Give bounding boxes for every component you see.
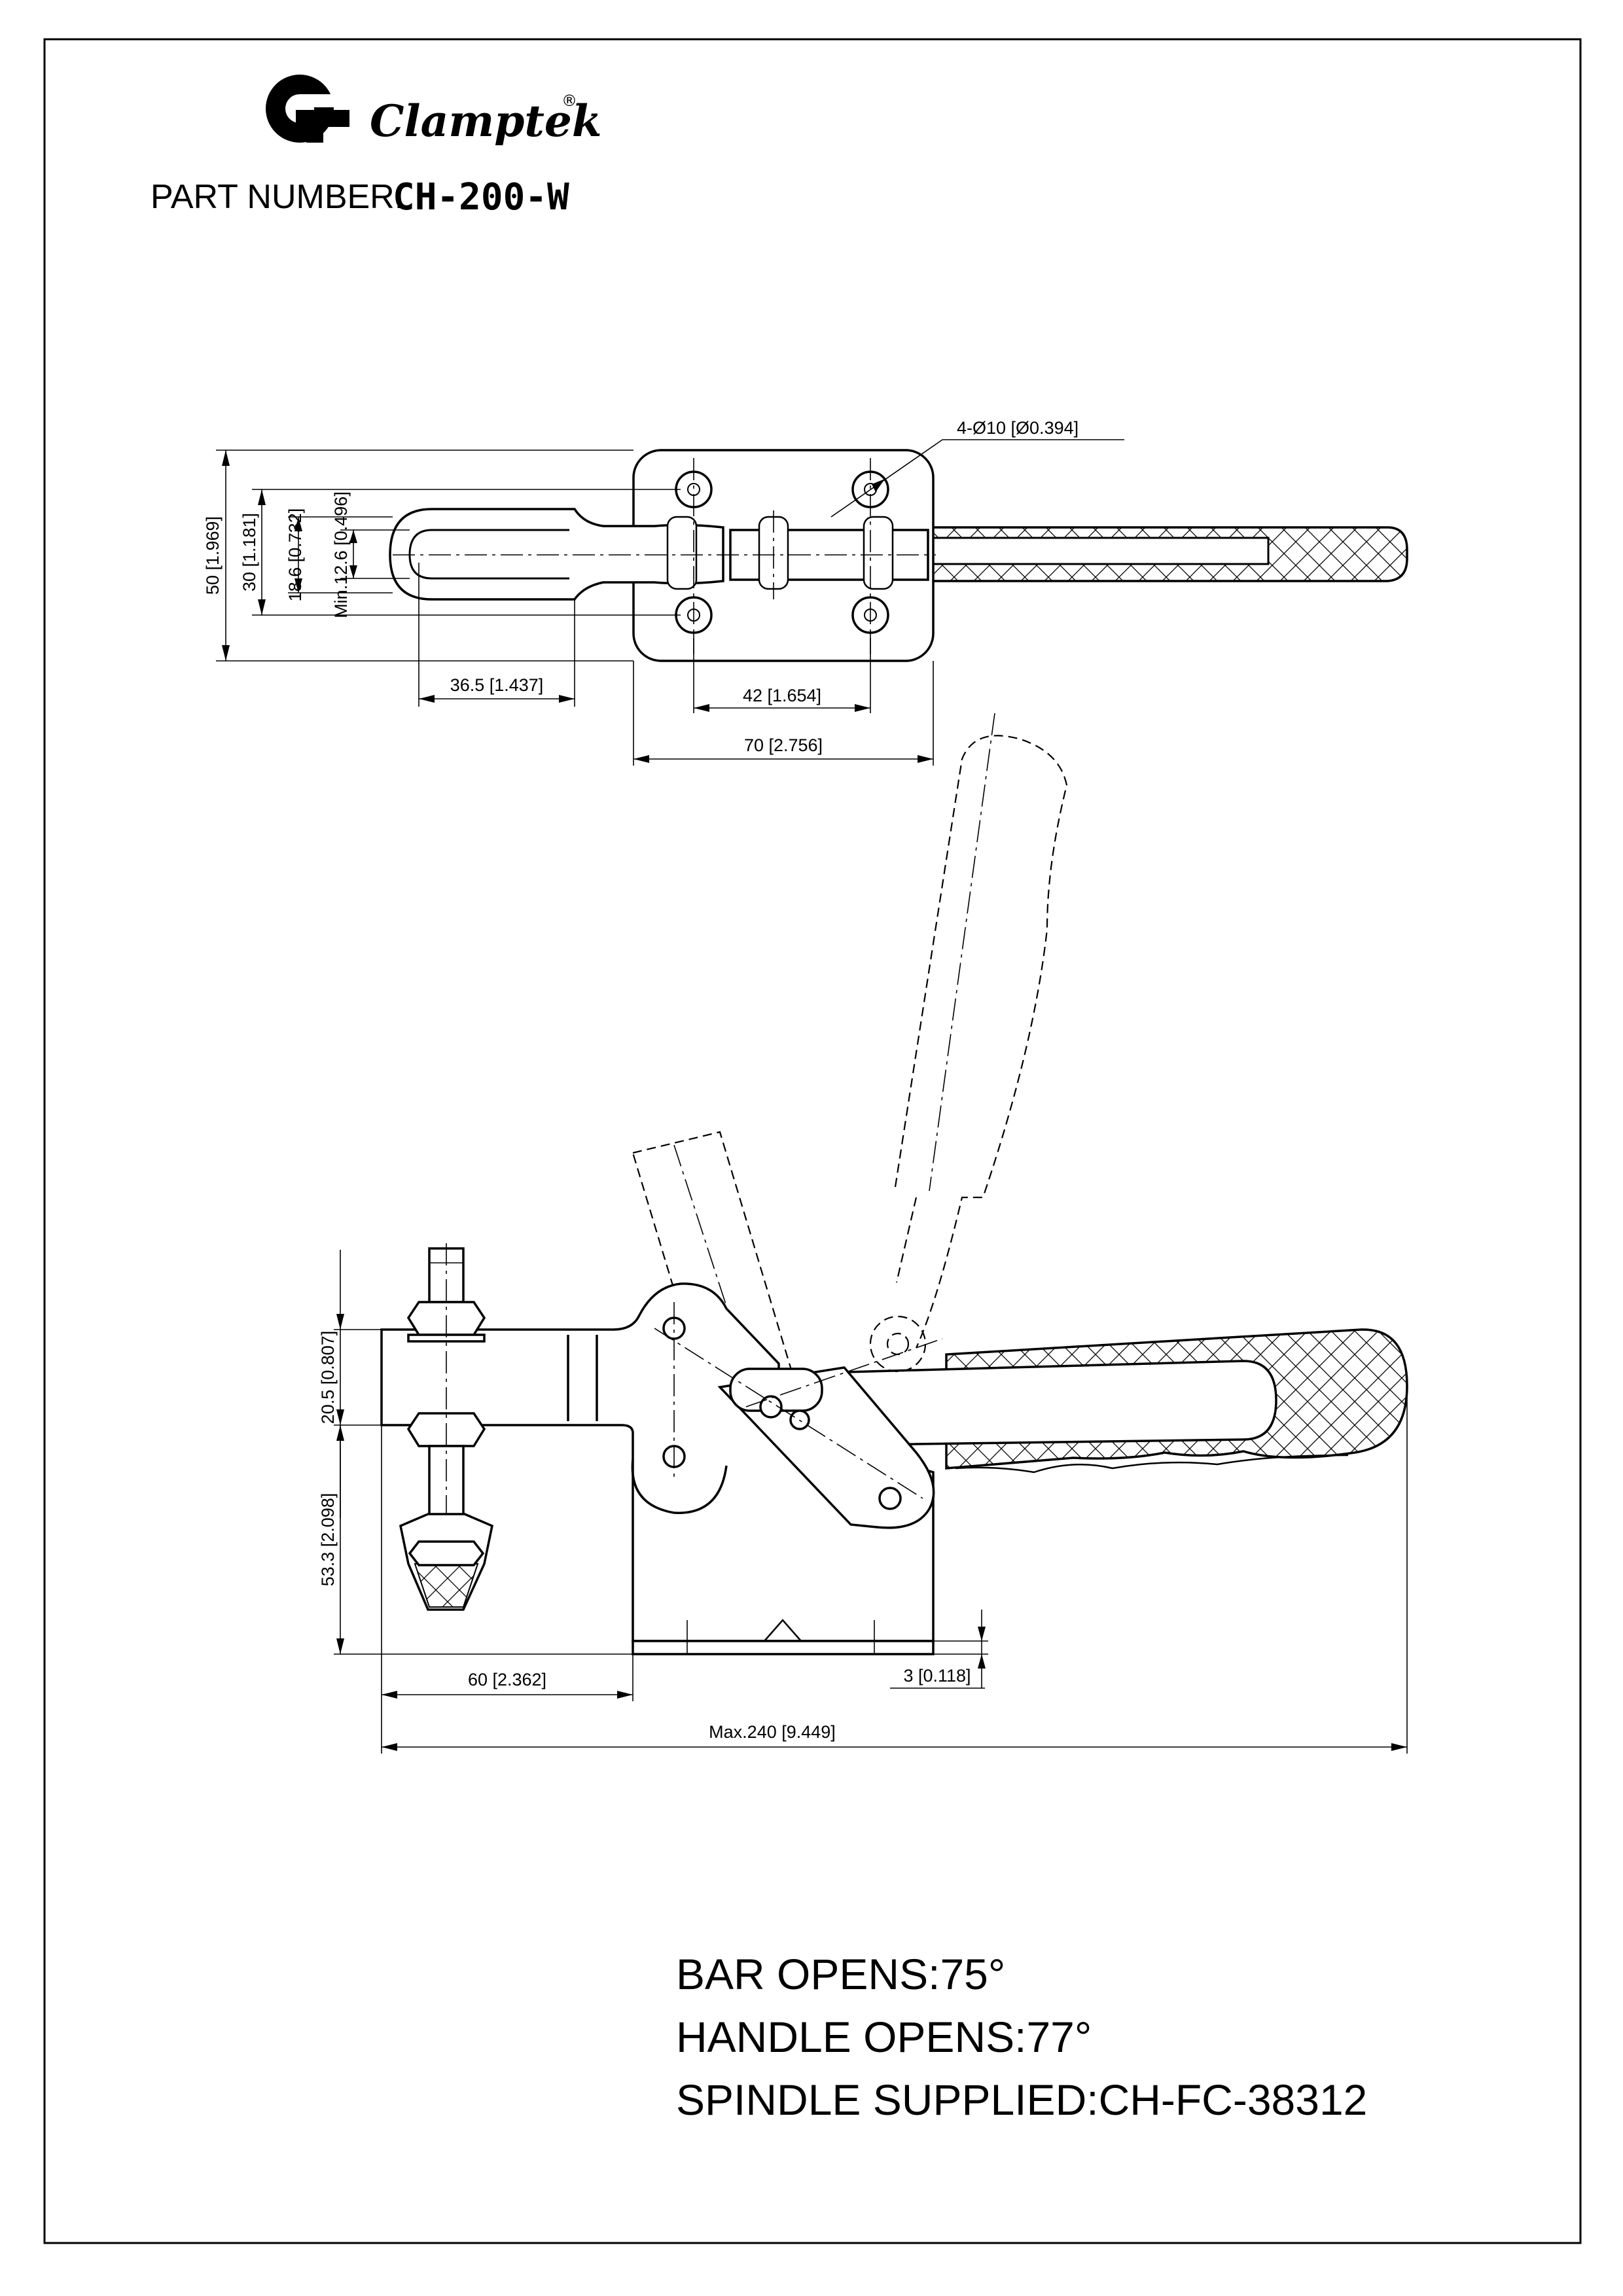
clamp-body bbox=[380, 1282, 935, 1642]
spindle bbox=[399, 1243, 494, 1611]
side-view: 20.5 [0.807] 53.3 [2.098] 60 [2.362] 3 [… bbox=[318, 713, 1408, 1754]
dim-slot: Min.12.6 [0.496] bbox=[331, 491, 351, 618]
dim-height-bar: 18.6 [0.732] bbox=[285, 508, 305, 602]
dim-arm-thickness: 20.5 [0.807] bbox=[318, 1331, 338, 1424]
dim-reach: 60 [2.362] bbox=[468, 1670, 546, 1689]
pivot-pins bbox=[666, 516, 894, 590]
top-view: 4-Ø10 [Ø0.394] 50 [1.969] 30 [1.181] 18.… bbox=[203, 418, 1408, 766]
registered-mark: ® bbox=[562, 92, 577, 110]
dim-base-width: 70 [2.756] bbox=[744, 735, 823, 755]
handle-rod bbox=[927, 537, 1270, 565]
side-handle-rod bbox=[775, 1360, 1277, 1447]
handle-open-phantom bbox=[894, 735, 1068, 1349]
dim-height-total: 50 [1.969] bbox=[203, 516, 223, 595]
note-handle-opens: HANDLE OPENS:77° bbox=[676, 2013, 1092, 2061]
brand-name: Clamptek bbox=[370, 96, 602, 147]
part-number-label: PART NUMBER: bbox=[151, 178, 404, 216]
hole-spec-label: 4-Ø10 [Ø0.394] bbox=[957, 418, 1079, 438]
dim-hole-spacing: 42 [1.654] bbox=[743, 686, 821, 705]
dim-overall: Max.240 [9.449] bbox=[709, 1722, 836, 1742]
part-number-value: CH-200-W bbox=[393, 176, 569, 219]
base-foot bbox=[632, 1640, 935, 1655]
dim-slot-length: 36.5 [1.437] bbox=[450, 675, 544, 695]
spec-notes: BAR OPENS:75° HANDLE OPENS:77° SPINDLE S… bbox=[676, 1950, 1367, 2124]
sheet-border bbox=[43, 38, 1582, 2244]
dim-height: 53.3 [2.098] bbox=[318, 1493, 338, 1587]
clamping-bar bbox=[389, 508, 724, 601]
note-bar-opens: BAR OPENS:75° bbox=[676, 1950, 1005, 1998]
clamptek-logo: Clamptek ® bbox=[266, 75, 602, 147]
dim-base-offset: 3 [0.118] bbox=[903, 1666, 971, 1686]
dim-height-holes: 30 [1.181] bbox=[240, 513, 259, 592]
note-spindle: SPINDLE SUPPLIED:CH-FC-38312 bbox=[676, 2075, 1367, 2124]
